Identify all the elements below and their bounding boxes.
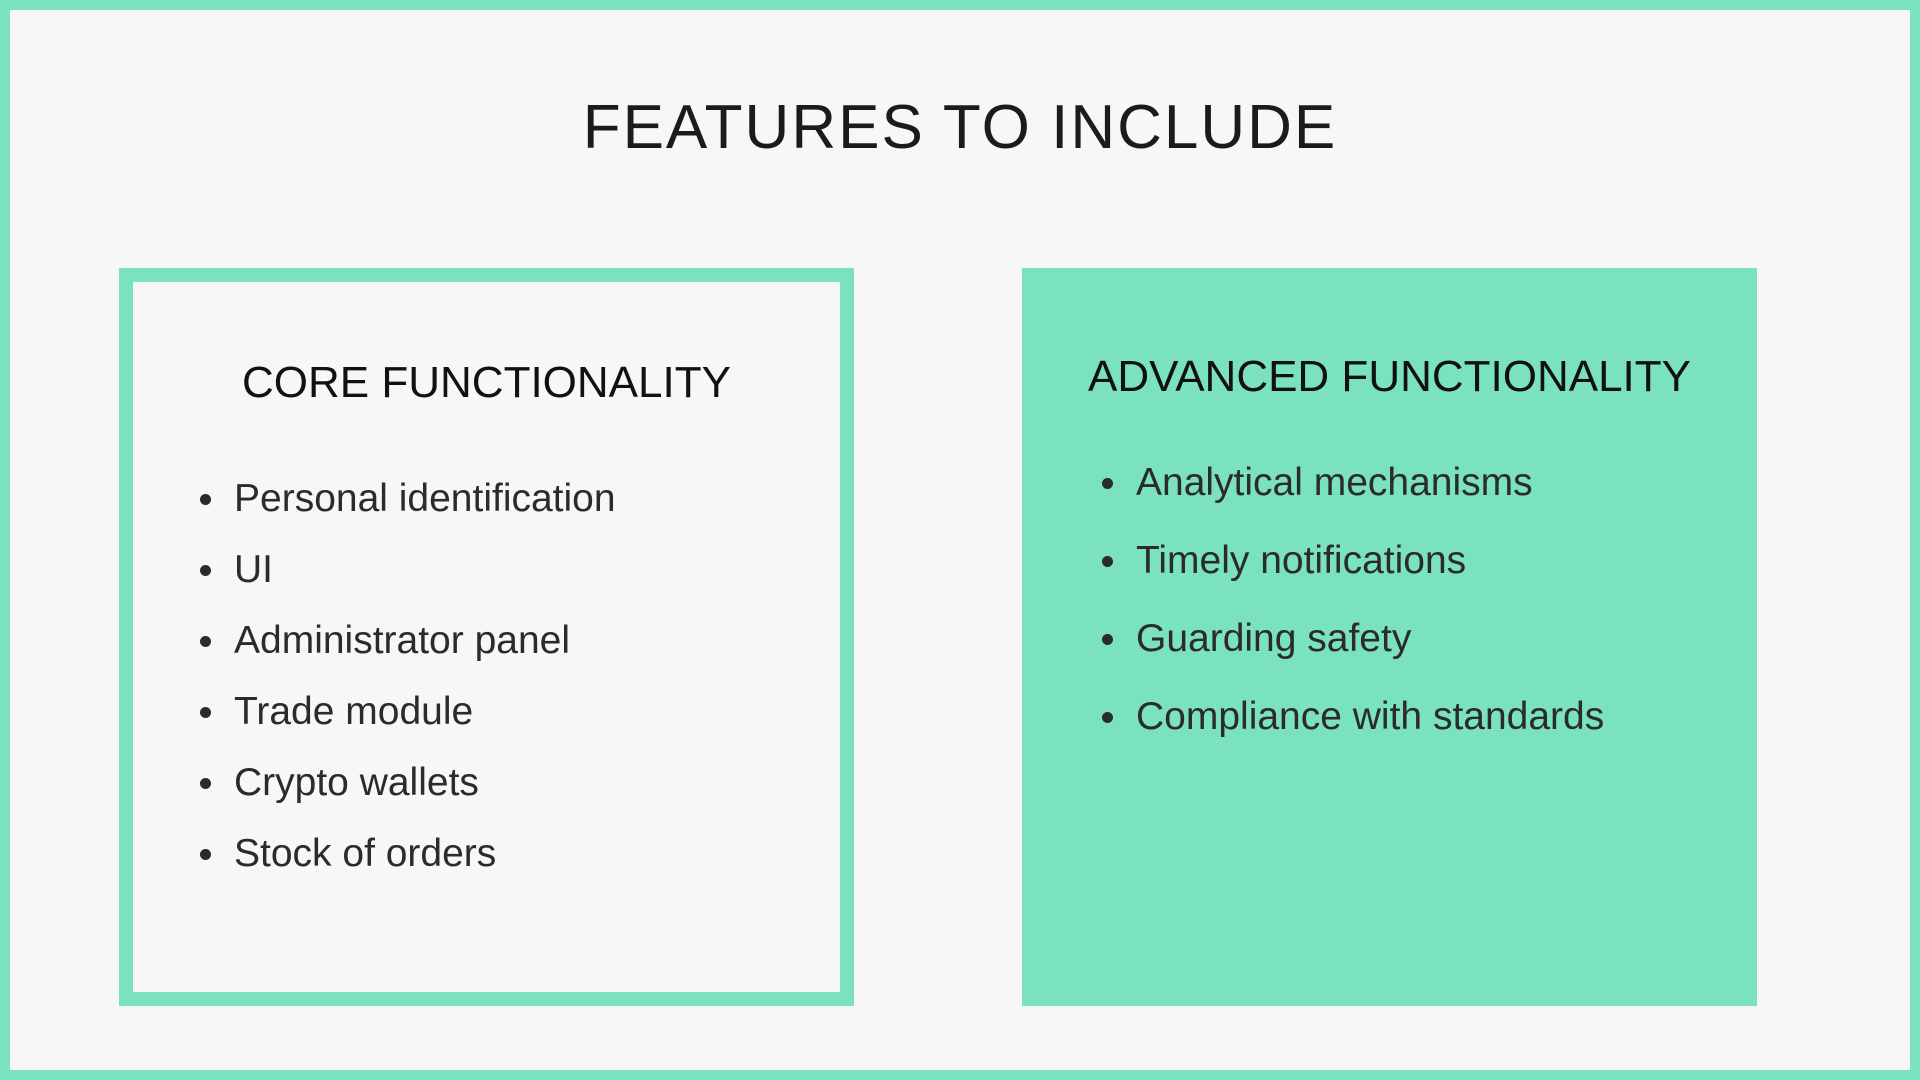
list-item: UI xyxy=(200,534,616,605)
advanced-functionality-panel: ADVANCED FUNCTIONALITY Analytical mechan… xyxy=(1022,268,1757,1006)
list-item: Compliance with standards xyxy=(1102,678,1604,756)
advanced-functionality-heading: ADVANCED FUNCTIONALITY xyxy=(1087,352,1692,401)
core-functionality-heading: CORE FUNCTIONALITY xyxy=(242,358,731,407)
list-item: Administrator panel xyxy=(200,605,616,676)
list-item: Stock of orders xyxy=(200,818,616,889)
list-item: Trade module xyxy=(200,676,616,747)
core-functionality-panel: CORE FUNCTIONALITY Personal identificati… xyxy=(119,268,854,1006)
slide: FEATURES TO INCLUDE CORE FUNCTIONALITY P… xyxy=(10,10,1910,1070)
list-item: Crypto wallets xyxy=(200,747,616,818)
list-item: Guarding safety xyxy=(1102,600,1604,678)
list-item: Timely notifications xyxy=(1102,522,1604,600)
page-title: FEATURES TO INCLUDE xyxy=(582,93,1338,162)
list-item: Personal identification xyxy=(200,463,616,534)
core-functionality-list: Personal identification UI Administrator… xyxy=(200,463,616,889)
list-item: Analytical mechanisms xyxy=(1102,444,1604,522)
advanced-functionality-list: Analytical mechanisms Timely notificatio… xyxy=(1102,444,1604,756)
